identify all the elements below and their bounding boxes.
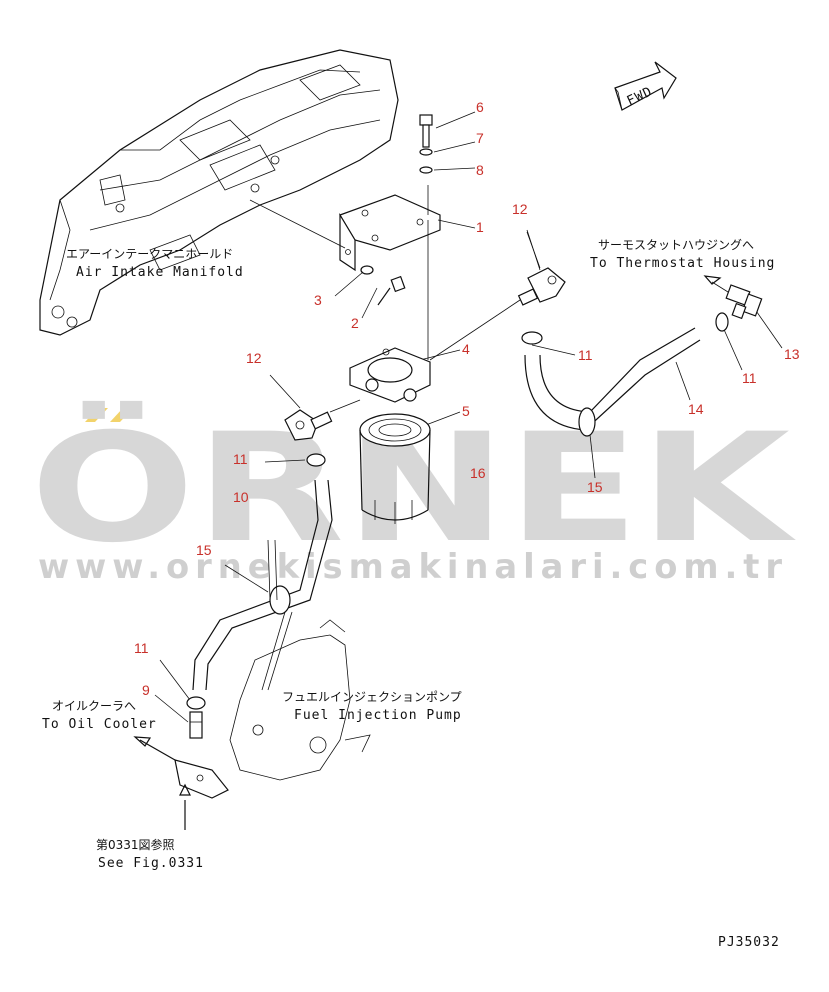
- watermark-url: www.ornekismakinalari.com.tr: [38, 547, 788, 587]
- oil-cooler-connector: [133, 736, 229, 830]
- washer-8: [419, 166, 433, 174]
- hose-clamp-11-c: [715, 312, 729, 332]
- oil-cooler-label-en: To Oil Cooler: [42, 717, 157, 732]
- hose-10: [192, 479, 333, 691]
- hose-clamp-11-b: [306, 453, 326, 467]
- callout-15-left: 15: [196, 542, 212, 558]
- callout-6: 6: [476, 99, 484, 115]
- injection-pump-label-en: Fuel Injection Pump: [294, 708, 462, 723]
- air-intake-manifold-drawing: [39, 49, 399, 336]
- washer-7: [419, 148, 433, 156]
- callout-1: 1: [476, 219, 484, 235]
- pipe-bundle: [261, 539, 293, 691]
- callout-4: 4: [462, 341, 470, 357]
- fitting-9: [189, 711, 203, 739]
- hose-clamp-11-a: [521, 331, 543, 345]
- callout-13: 13: [784, 346, 800, 362]
- bolt-6: [419, 114, 433, 148]
- hose-14: [524, 327, 701, 437]
- callout-12-upper: 12: [512, 201, 528, 217]
- callout-11-c: 11: [742, 370, 757, 386]
- callout-2: 2: [351, 315, 359, 331]
- callout-3: 3: [314, 292, 322, 308]
- bracket-assembly: [249, 185, 441, 360]
- callout-12-lower: 12: [246, 350, 262, 366]
- fwd-arrow-icon: FWD: [614, 61, 677, 111]
- callout-8: 8: [476, 162, 484, 178]
- thermostat-label-jp: サーモスタットハウジングへ: [598, 238, 754, 252]
- fuel-filter-cartridge-5: [359, 413, 431, 524]
- watermark-accent-mark: [110, 408, 133, 422]
- air-intake-label-en: Air Intake Manifold: [76, 265, 244, 280]
- bolt-2: [377, 275, 406, 306]
- callout-16: 16: [470, 465, 486, 481]
- callout-7: 7: [476, 130, 484, 146]
- hose-clamp-11-d: [186, 696, 206, 710]
- elbow-fitting-12-lower: [284, 399, 361, 441]
- callout-numbers: 6 7 8 1 12 3 2 4 11 13 12 11 14 5 11 16 …: [134, 99, 800, 698]
- injection-pump-label-jp: フュエルインジェクションポンプ: [282, 690, 462, 704]
- fwd-label: FWD: [625, 84, 655, 109]
- callout-10: 10: [233, 489, 249, 505]
- air-intake-label-jp: エアーインテークマニホールド: [66, 247, 233, 261]
- callout-5: 5: [462, 403, 470, 419]
- fig-ref-label-jp: 第0331図参照: [96, 837, 175, 852]
- elbow-fitting-12-upper: [517, 231, 566, 306]
- callout-leaders: [154, 111, 783, 723]
- elbow-fitting-13: [703, 275, 763, 320]
- callout-11-a: 11: [578, 347, 593, 363]
- fig-ref-label-en: See Fig.0331: [98, 856, 204, 871]
- callout-15-right: 15: [587, 479, 603, 495]
- callout-11-d: 11: [134, 640, 149, 656]
- filter-head-4: [349, 347, 431, 403]
- watermark-accent-mark: [85, 408, 108, 422]
- oil-cooler-label-jp: オイルクーラへ: [52, 699, 136, 713]
- thermostat-label-en: To Thermostat Housing: [590, 256, 775, 271]
- callout-9: 9: [142, 682, 150, 698]
- hose-line-upper: [429, 299, 521, 361]
- fuel-injection-pump-drawing: [229, 619, 371, 781]
- callout-11-b: 11: [233, 451, 248, 467]
- callout-14: 14: [688, 401, 704, 417]
- drawing-code: PJ35032: [718, 935, 780, 950]
- washer-3: [360, 265, 374, 275]
